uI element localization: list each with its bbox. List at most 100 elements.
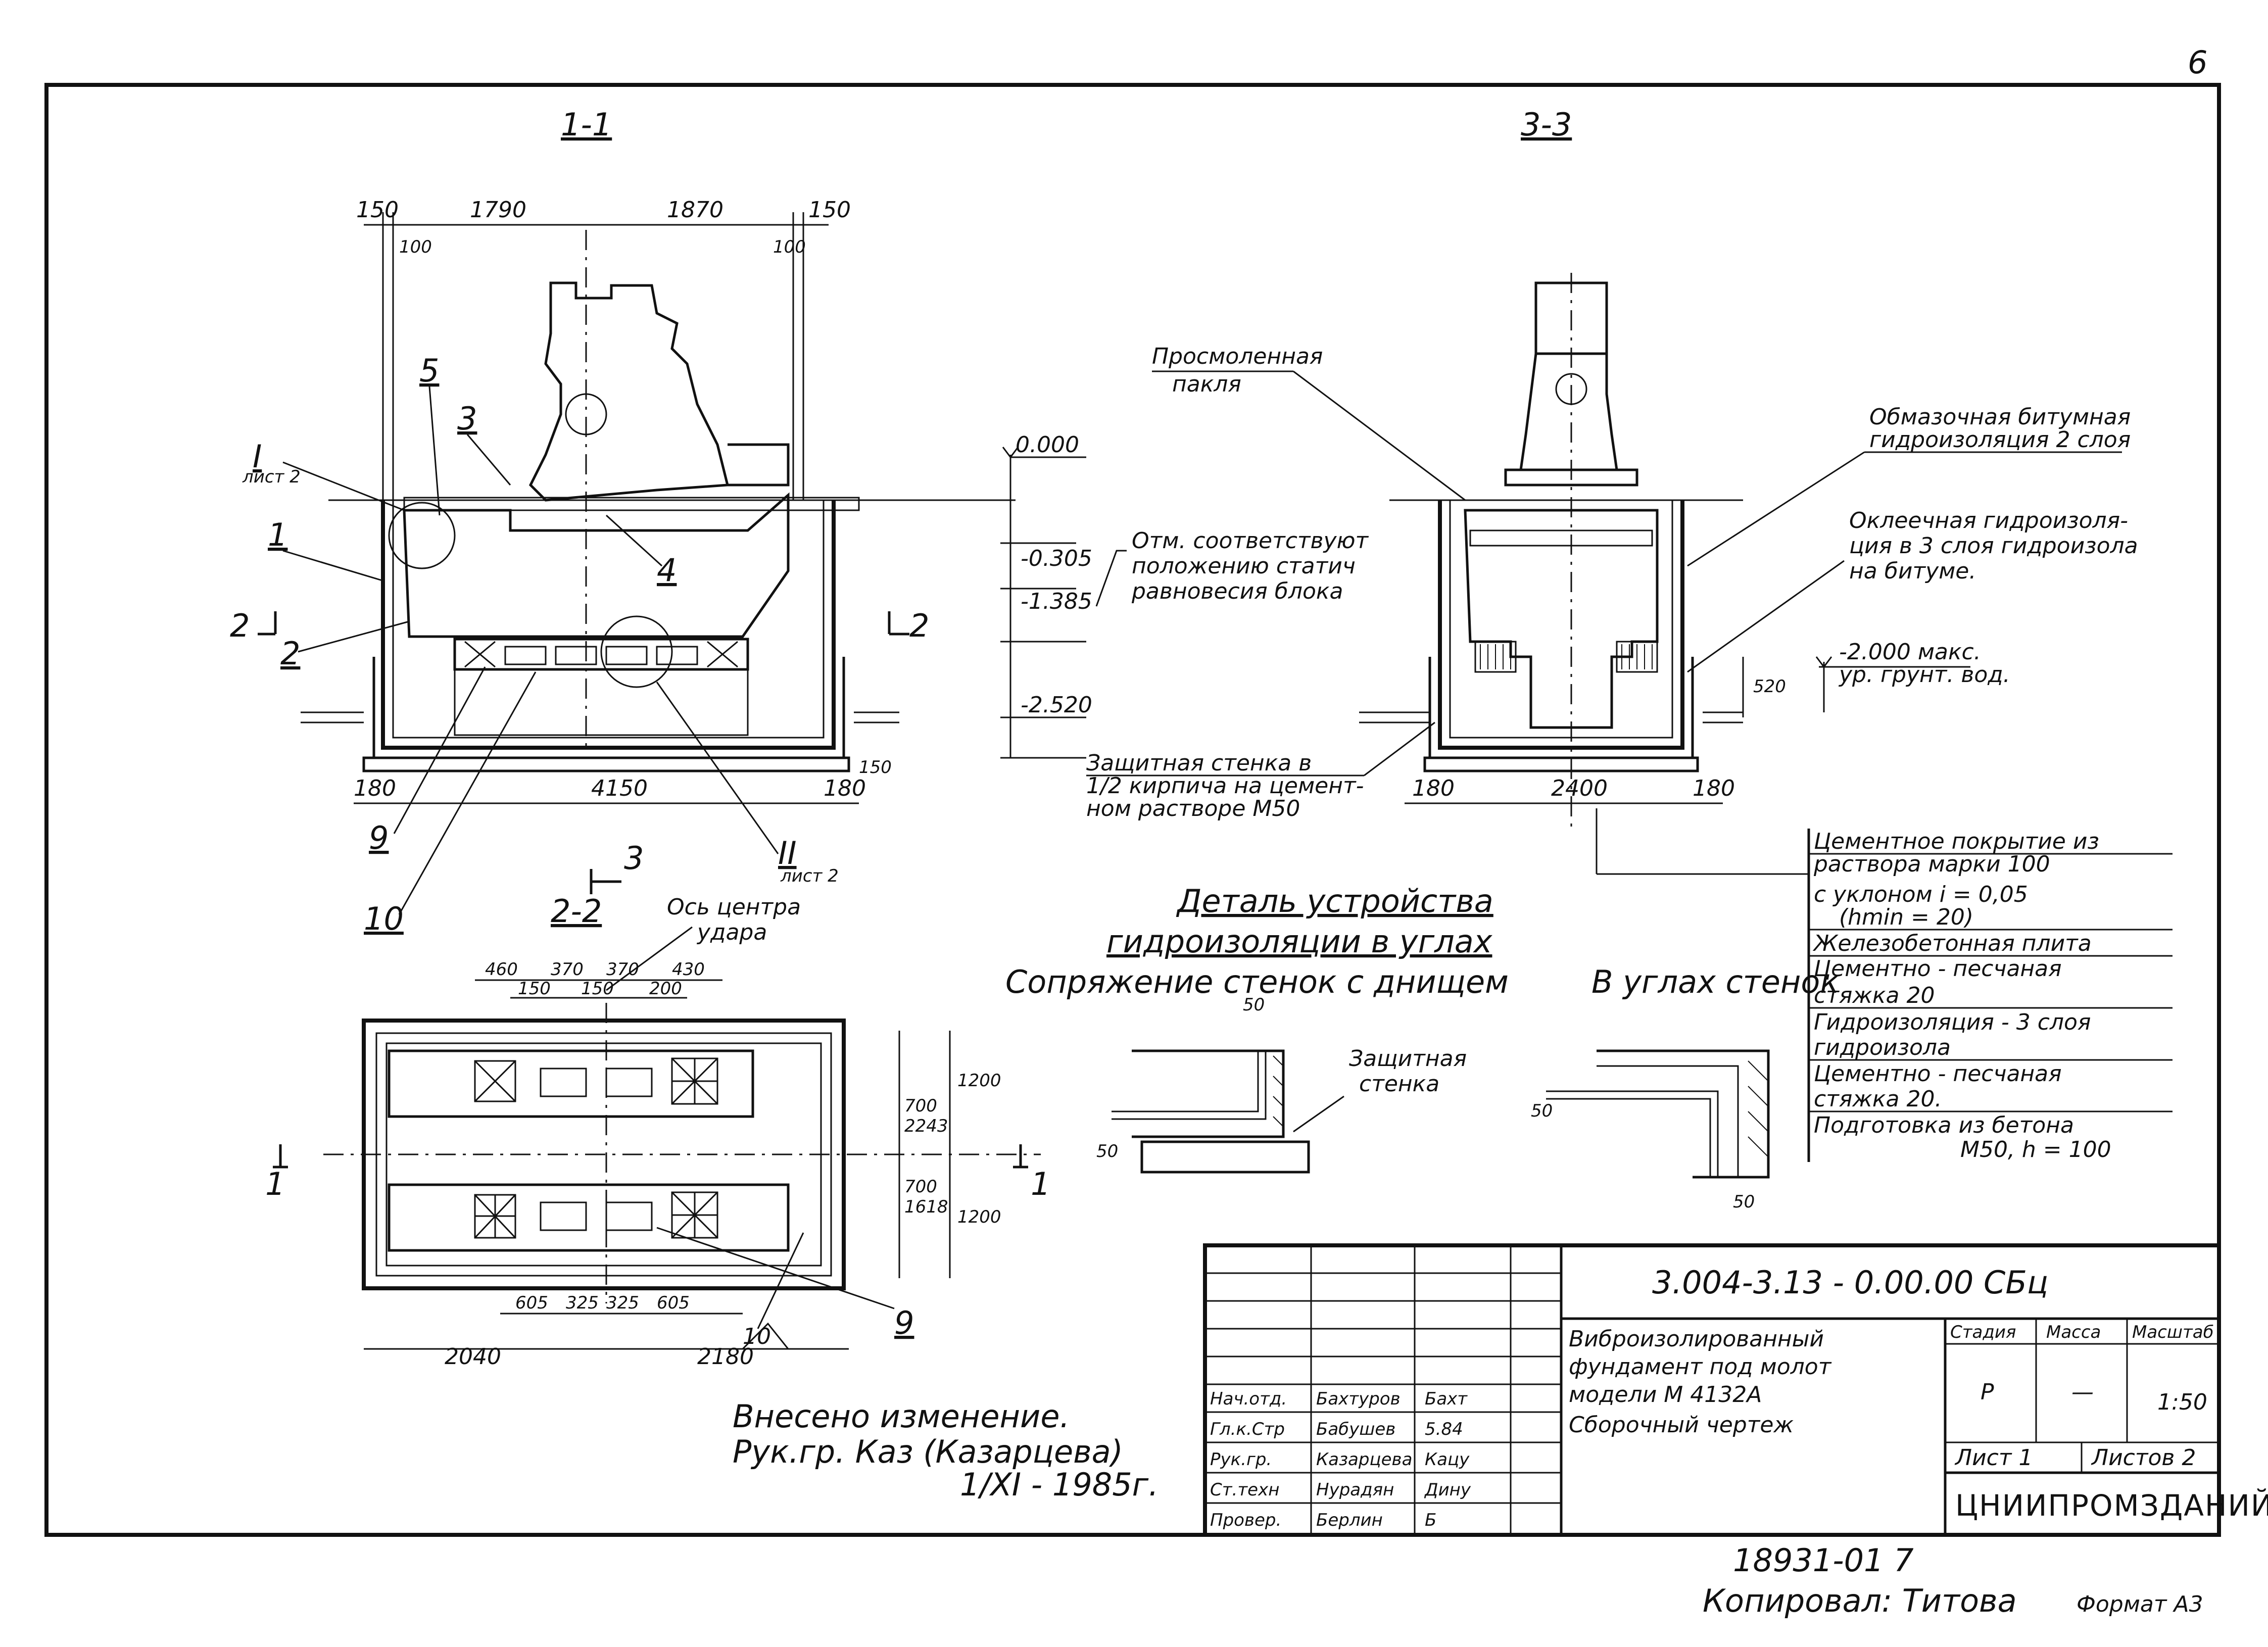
archive-number: 18931-01 7 <box>1733 1542 1914 1579</box>
hammer-base <box>1504 468 1638 487</box>
protective-wall-2: стенка <box>1359 1071 1439 1097</box>
level-markers: 0.000 -0.305 -1.385 -2.520 <box>1000 432 1092 759</box>
dim-520: 520 <box>1753 676 1786 697</box>
plan-2-2: 2-2 Ось центра удара 460 370 370 430 150… <box>265 893 1050 1370</box>
designation: 3.004-3.13 - 0.00.00 СБц <box>1652 1264 2048 1301</box>
dim-4150: 4150 <box>591 776 648 801</box>
title-line-3: модели М 4132А <box>1569 1382 1762 1408</box>
callout-4: 4 <box>657 552 677 589</box>
plan-dim-150a: 150 <box>518 979 551 999</box>
cut-mark-1-left: 1 <box>265 1166 285 1202</box>
detail-right-hatch <box>1748 1060 1769 1157</box>
plan-dim-370a: 370 <box>551 959 584 980</box>
title-block-frame <box>1203 1243 2221 1537</box>
plan-bar-lower <box>388 1183 790 1252</box>
layer-line-13: М50, h = 100 <box>1960 1137 2111 1162</box>
plan-mount-cross <box>671 1057 718 1105</box>
plan-spring <box>605 1068 653 1097</box>
callout-10: 10 <box>364 900 404 937</box>
hammer-column <box>1519 353 1618 471</box>
groundwater-3-hatch <box>1359 711 1743 723</box>
plan-dim-430: 430 <box>672 959 705 980</box>
dim-150-right: 150 <box>808 197 851 223</box>
plan-dim-460: 460 <box>485 959 518 980</box>
change-note: Внесено изменение. Рук.гр. Каз (Казарцев… <box>733 1398 1159 1503</box>
sig-role-1: Нач.отд. <box>1210 1389 1287 1409</box>
layer-line-4: (hmin = 20) <box>1839 904 1973 930</box>
detail-dim-50-left: 50 <box>1096 1141 1118 1161</box>
gw-arrow <box>1815 656 1832 668</box>
plan-dim-150b: 150 <box>581 979 614 999</box>
level-0000: 0.000 <box>1016 432 1079 458</box>
sig-sign-5: Б <box>1425 1510 1436 1530</box>
plan-spring <box>540 1201 587 1231</box>
sig-sign-3: Кацу <box>1425 1449 1470 1470</box>
dim-3-180-left: 180 <box>1412 776 1455 801</box>
sig-sign-1: Бахт <box>1425 1389 1468 1409</box>
cut-mark-2-right: 2 <box>909 607 929 644</box>
layer-line-9: гидроизола <box>1814 1035 1951 1060</box>
plan-dim-1200b: 1200 <box>957 1207 1001 1227</box>
leader <box>757 1232 804 1329</box>
pit-3-inner <box>1449 500 1673 739</box>
wall-label-3: ном растворе М50 <box>1086 796 1300 821</box>
sig-name-3: Казарцева <box>1316 1449 1412 1470</box>
plan-spring <box>605 1201 653 1231</box>
detail-I-sheet: лист 2 <box>242 467 301 487</box>
sig-sign-4: Дину <box>1424 1480 1471 1500</box>
layer-line-5: Железобетонная плита <box>1812 931 2092 956</box>
detail-left-membrane <box>1112 1051 1267 1120</box>
leader <box>605 514 663 567</box>
leader <box>656 682 779 854</box>
pit-wall-inner <box>392 500 825 739</box>
leader <box>393 666 486 834</box>
detail-left-hatch <box>1273 1055 1284 1127</box>
dim-100-right: 100 <box>773 237 806 257</box>
wall-label-1: Защитная стенка в <box>1086 750 1312 776</box>
leader <box>428 386 441 516</box>
callout-10-flag <box>741 1322 790 1350</box>
plan-dim-1200a: 1200 <box>957 1071 1001 1091</box>
level-note-1: Отм. соответствуют <box>1132 528 1369 554</box>
detail-corners: Деталь устройства гидроизоляции в углах … <box>1005 883 1839 1212</box>
cut-mark-2-left: 2 <box>230 607 250 644</box>
title-line-1: Виброизолированный <box>1569 1326 1824 1352</box>
sheet-label: Лист 1 <box>1954 1445 2033 1471</box>
detail-left-base <box>1140 1140 1310 1174</box>
mass-value: — <box>2071 1379 2094 1405</box>
organization: ЦНИИПРОМЗДАНИЙ <box>1955 1488 2268 1523</box>
glue-label-2: ция в 3 слоя гидроизола <box>1849 533 2138 559</box>
spring-box <box>656 646 698 665</box>
dim-180-left: 180 <box>354 776 396 801</box>
title-block: 3.004-3.13 - 0.00.00 СБц Виброизолирован… <box>1203 1243 2268 1537</box>
block-3 <box>1464 509 1659 729</box>
cut-mark-3: 3 <box>624 840 644 877</box>
plan-mount-cross <box>671 1191 718 1239</box>
section-1-1-title: 1-1 <box>561 106 612 143</box>
plan-mount-cross <box>474 1060 516 1102</box>
section-1-1: 1-1 150 1790 1870 150 100 100 <box>230 106 1369 937</box>
pit-3-wall <box>1438 500 1684 750</box>
change-note-3: 1/XI - 1985г. <box>960 1466 1159 1503</box>
plan-dim-325b: 325 <box>606 1293 639 1313</box>
spring-3-right <box>1616 641 1658 673</box>
spring-box <box>605 646 648 665</box>
sig-name-1: Бахтуров <box>1316 1389 1401 1409</box>
sig-name-2: Бабушев <box>1316 1419 1395 1439</box>
leader <box>656 1227 895 1310</box>
callout-1: 1 <box>268 516 287 553</box>
scale-value: 1:50 <box>2157 1389 2207 1415</box>
callout-5: 5 <box>419 352 439 389</box>
layers-note: Цементное покрытие из раствора марки 100… <box>1596 808 2173 1162</box>
sig-role-4: Ст.техн <box>1210 1480 1279 1500</box>
detail-I-circle <box>388 502 456 569</box>
sheet-frame <box>44 83 2221 1537</box>
layer-line-6: Цементно - песчаная <box>1814 956 2062 982</box>
section-3-3-title: 3-3 <box>1521 106 1572 143</box>
callout-9: 9 <box>369 819 389 856</box>
axis-label-2: удара <box>696 919 767 945</box>
leader <box>282 550 384 582</box>
change-note-1: Внесено изменение. <box>733 1398 1070 1435</box>
dim-1790: 1790 <box>470 197 526 223</box>
